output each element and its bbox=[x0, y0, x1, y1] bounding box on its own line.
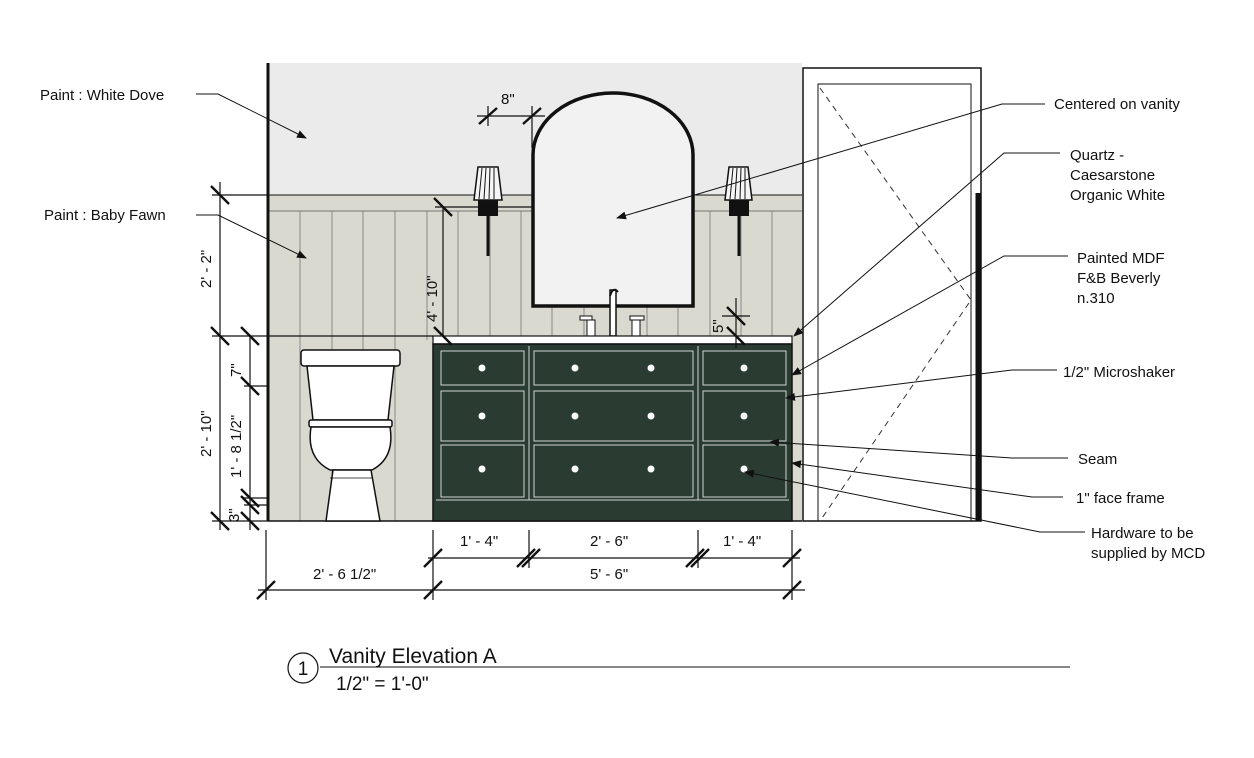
callout-paint-baby-fawn: Paint : Baby Fawn bbox=[44, 207, 166, 224]
title-block bbox=[287, 652, 1070, 684]
view-title: Vanity Elevation A bbox=[329, 645, 497, 668]
dim-sconce-offset: 8" bbox=[501, 91, 515, 108]
callout-microshaker: 1/2" Microshaker bbox=[1063, 364, 1175, 381]
dim-top-drawer: 7" bbox=[228, 363, 245, 377]
view-scale: 1/2" = 1'-0" bbox=[336, 674, 429, 695]
dim-lower-drawers: 1' - 8 1/2" bbox=[228, 415, 245, 478]
callout-centered-on-vanity: Centered on vanity bbox=[1054, 96, 1180, 113]
callout-quartz-line3: Organic White bbox=[1070, 187, 1165, 204]
dim-toe-kick: 3" bbox=[226, 508, 243, 522]
callout-hardware-line2: supplied by MCD bbox=[1091, 545, 1205, 562]
door bbox=[802, 67, 982, 522]
callout-mdf-line3: n.310 bbox=[1077, 290, 1115, 307]
callout-quartz-line2: Caesarstone bbox=[1070, 167, 1155, 184]
callout-paint-white-dove: Paint : White Dove bbox=[40, 87, 164, 104]
dim-mirror-height: 4' - 10" bbox=[424, 275, 441, 322]
arched-mirror bbox=[531, 91, 695, 308]
dim-left-bank: 1' - 4" bbox=[460, 533, 498, 550]
callout-leaders bbox=[196, 93, 1085, 533]
view-number: 1 bbox=[298, 659, 309, 680]
vanity-cabinet bbox=[432, 343, 793, 522]
callout-face-frame: 1" face frame bbox=[1076, 490, 1165, 507]
dimension-lines bbox=[210, 106, 805, 600]
vanity-hardware bbox=[478, 364, 748, 473]
callout-mdf-line1: Painted MDF bbox=[1077, 250, 1165, 267]
dim-right-bank: 1' - 4" bbox=[723, 533, 761, 550]
dim-backsplash: 5" bbox=[710, 319, 727, 333]
dim-vanity-height: 2' - 10" bbox=[198, 410, 215, 457]
dim-center-bank: 2' - 6" bbox=[590, 533, 628, 550]
toilet bbox=[300, 349, 401, 522]
right-sconce bbox=[724, 166, 753, 256]
left-sconce bbox=[473, 166, 503, 256]
dim-wainscot-height: 2' - 2" bbox=[198, 250, 215, 288]
callout-seam: Seam bbox=[1078, 451, 1117, 468]
callout-hardware-line1: Hardware to be bbox=[1091, 525, 1194, 542]
dim-vanity-width: 5' - 6" bbox=[590, 566, 628, 583]
callout-quartz-line1: Quartz - bbox=[1070, 147, 1124, 164]
dim-toilet-offset: 2' - 6 1/2" bbox=[313, 566, 376, 583]
callout-mdf-line2: F&B Beverly bbox=[1077, 270, 1161, 287]
